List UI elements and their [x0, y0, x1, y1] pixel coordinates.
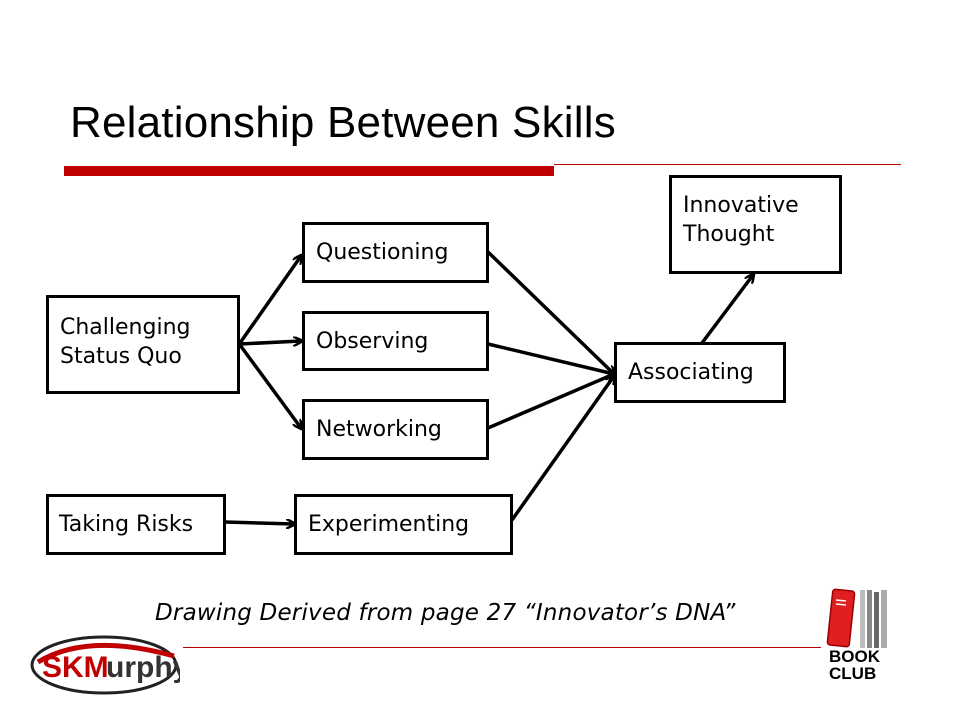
slide-title: Relationship Between Skills — [70, 98, 616, 147]
logo-brand-part2: urphy — [106, 651, 180, 684]
arrow-taking-risks-to-experimenting — [224, 522, 294, 524]
node-challenging-status-quo: Challenging Status Quo — [46, 295, 240, 394]
title-divider-line — [554, 164, 901, 165]
book-club-line1: BOOK — [829, 647, 880, 666]
caption-divider-line — [183, 647, 821, 648]
node-experimenting-label: Experimenting — [308, 512, 470, 537]
node-innovative-thought: Innovative Thought — [669, 175, 842, 274]
node-associating-label: Associating — [628, 360, 754, 385]
arrow-challenging-to-questioning — [238, 256, 301, 345]
node-experimenting: Experimenting — [294, 494, 513, 555]
arrow-observing-to-associating — [487, 342, 614, 374]
node-observing-label: Observing — [316, 328, 429, 354]
node-networking: Networking — [302, 399, 489, 460]
arrow-challenging-to-observing — [239, 341, 301, 344]
node-innovative-line2: Thought — [683, 222, 775, 247]
node-networking-label: Networking — [316, 417, 442, 442]
title-accent-bar — [64, 166, 554, 176]
node-innovative-line1: Innovative — [683, 193, 799, 218]
diagram-caption: Drawing Derived from page 27 “Innovator’… — [155, 600, 736, 626]
arrow-associating-to-innovative — [700, 275, 753, 345]
skmurphy-logo: SKM urphy — [30, 635, 180, 695]
arrow-experimenting-to-associating — [510, 376, 614, 522]
arrow-networking-to-associating — [487, 374, 614, 430]
logo-brand-part1: SKM — [42, 651, 109, 684]
book-club-line2: CLUB — [829, 664, 877, 683]
node-questioning-label: Questioning — [316, 240, 449, 265]
arrow-challenging-to-networking — [238, 343, 301, 428]
node-observing: Observing — [302, 311, 489, 371]
node-associating: Associating — [614, 342, 786, 403]
node-challenging-line1: Challenging — [60, 315, 191, 340]
book-club-label: BOOK CLUB — [829, 648, 893, 682]
node-taking-risks-label: Taking Risks — [59, 512, 194, 537]
node-challenging-line2: Status Quo — [60, 344, 182, 369]
arrow-questioning-to-associating — [486, 250, 614, 374]
book-club-icon — [826, 588, 887, 648]
node-questioning: Questioning — [302, 222, 489, 283]
node-taking-risks: Taking Risks — [46, 494, 226, 555]
